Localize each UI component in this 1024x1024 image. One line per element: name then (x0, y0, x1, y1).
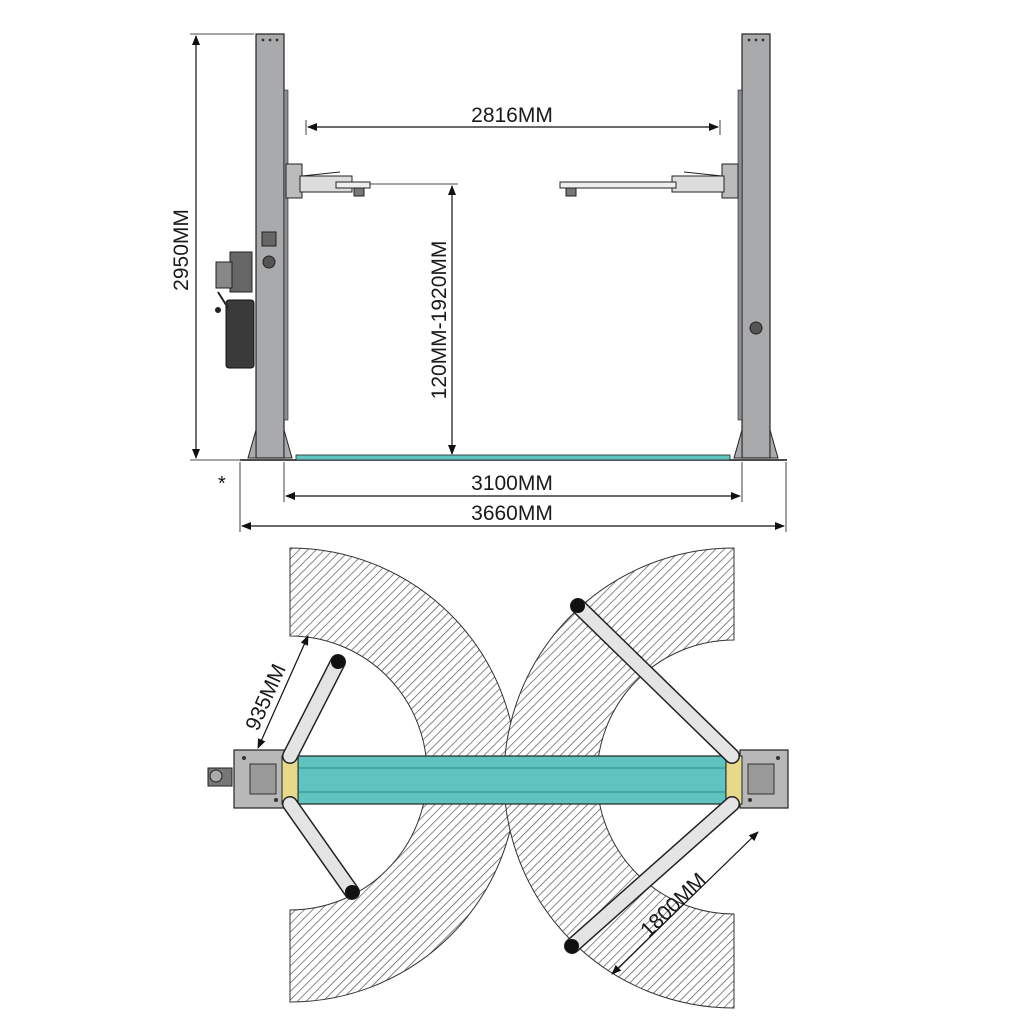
right-column (733, 33, 779, 459)
left-column (247, 33, 293, 459)
top-view: 935MM 1800MM (207, 547, 789, 1009)
left-lower-arm (282, 796, 360, 900)
left-lift-arm (285, 163, 371, 199)
right-swing-area (503, 547, 735, 1009)
power-unit (215, 251, 255, 369)
left-column-hole (262, 255, 276, 269)
dim-overall-width: 3660MM (239, 462, 787, 532)
dim-total-height: 2950MM (170, 33, 254, 461)
left-base-plate (207, 749, 299, 809)
lift-height-label: 120MM-1920MM (428, 241, 451, 400)
right-upper-lift-pad (571, 599, 585, 613)
inner-width-label: 3100MM (471, 472, 553, 495)
left-upper-lift-pad (331, 655, 345, 669)
floor-plate (295, 454, 731, 461)
arm-span-label: 2816MM (471, 104, 553, 127)
left-lower-lift-pad (345, 885, 359, 899)
dim-inner-width: 3100MM (283, 462, 743, 502)
dim-arm-span: 2816MM (305, 104, 721, 135)
total-height-label: 2950MM (170, 209, 193, 291)
right-lower-lift-pad (565, 939, 579, 953)
overall-width-label: 3660MM (471, 502, 553, 525)
dim-lift-height: 120MM-1920MM (370, 183, 458, 455)
crossbeam (297, 755, 727, 805)
front-view: 2950MM 2816MM 120MM-1920MM * 3100MM (170, 33, 787, 532)
right-base-plate (725, 749, 789, 809)
right-upper-arm (570, 598, 740, 764)
short-arm-label: 935MM (241, 661, 290, 734)
right-column-hole (749, 321, 763, 335)
left-swing-area (289, 547, 518, 1003)
note-mark: * (218, 473, 226, 495)
right-lift-arm (559, 163, 739, 199)
left-upper-arm (282, 654, 346, 764)
